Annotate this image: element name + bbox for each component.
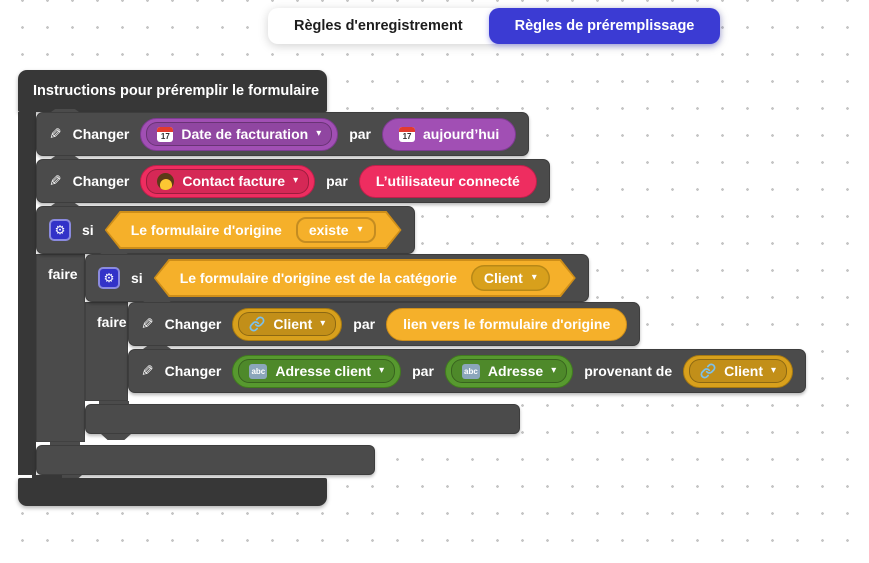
value-select-adresse[interactable]: abc Adresse ▾ bbox=[444, 354, 574, 388]
condition-categorie-client[interactable]: Le formulaire d'origine est de la catégo… bbox=[154, 259, 576, 297]
value-lien-formulaire-origine[interactable]: lien vers le formulaire d'origine bbox=[386, 307, 628, 341]
condition-formulaire-origine-existe[interactable]: Le formulaire d'origine existe ▾ bbox=[105, 211, 402, 249]
field-label: Client bbox=[273, 316, 313, 332]
source-select-client[interactable]: Client ▾ bbox=[683, 354, 794, 388]
si-label: si bbox=[82, 222, 94, 238]
instructions-header[interactable]: Instructions pour préremplir le formulai… bbox=[18, 70, 327, 112]
faire-label: faire bbox=[48, 266, 78, 282]
verb-label: Changer bbox=[72, 126, 130, 142]
instructions-title: Instructions pour préremplir le formulai… bbox=[33, 83, 320, 99]
value-aujourdhui[interactable]: 17 aujourd’hui bbox=[382, 117, 517, 151]
calendar-icon: 17 bbox=[157, 126, 174, 142]
if-outer-footer bbox=[36, 442, 375, 475]
value-label: lien vers le formulaire d'origine bbox=[403, 316, 611, 332]
value-label: aujourd’hui bbox=[423, 126, 500, 142]
field-select-contact-facture[interactable]: Contact facture ▾ bbox=[140, 164, 316, 198]
text-type-icon: abc bbox=[461, 363, 480, 379]
container-spine bbox=[18, 112, 36, 475]
chevron-down-icon: ▾ bbox=[293, 175, 299, 186]
verb-label: Changer bbox=[72, 173, 130, 189]
field-label: Contact facture bbox=[182, 173, 286, 189]
field-label: Adresse bbox=[487, 363, 544, 379]
faire-spine-outer: faire bbox=[36, 254, 85, 442]
tab-regles-enregistrement[interactable]: Règles d'enregistrement bbox=[268, 8, 489, 44]
tab-regles-preremplissage[interactable]: Règles de préremplissage bbox=[488, 8, 721, 44]
tab-label: Règles de préremplissage bbox=[514, 18, 695, 34]
edit-icon: ✎ bbox=[49, 172, 62, 190]
par-label: par bbox=[326, 173, 348, 189]
field-label: Date de facturation bbox=[181, 126, 309, 142]
block-set-client-lien[interactable]: ✎ Changer Client ▾ bbox=[128, 302, 641, 346]
gear-icon[interactable]: ⚙ bbox=[98, 267, 120, 289]
field-select-date-facturation[interactable]: 17 Date de facturation ▾ bbox=[140, 117, 339, 151]
category-select-client[interactable]: Client ▾ bbox=[470, 265, 550, 291]
if-inner-footer bbox=[85, 401, 520, 434]
field-select-client[interactable]: Client ▾ bbox=[232, 307, 343, 341]
value-utilisateur-connecte[interactable]: L’utilisateur connecté bbox=[358, 164, 537, 198]
block-set-date-facturation[interactable]: ✎ Changer 17 Date de facturation ▾ par 1… bbox=[36, 112, 530, 156]
chevron-down-icon: ▾ bbox=[357, 224, 363, 235]
chevron-down-icon: ▾ bbox=[531, 272, 537, 283]
instructions-footer bbox=[18, 475, 327, 506]
if-inner-header[interactable]: ⚙ si Le formulaire d'origine est de la c… bbox=[85, 254, 589, 302]
gear-icon[interactable]: ⚙ bbox=[49, 219, 71, 241]
tab-label: Règles d'enregistrement bbox=[294, 18, 463, 34]
block-set-contact-facture[interactable]: ✎ Changer Contact facture ▾ par L’utilis… bbox=[36, 159, 550, 203]
provenant-de-label: provenant de bbox=[584, 363, 673, 379]
block-set-adresse-client[interactable]: ✎ Changer abc Adresse client ▾ bbox=[128, 349, 807, 393]
si-label: si bbox=[131, 270, 143, 286]
chevron-down-icon: ▾ bbox=[316, 128, 322, 139]
calendar-icon: 17 bbox=[399, 126, 416, 142]
faire-spine-inner: faire bbox=[85, 302, 128, 401]
field-label: Client bbox=[724, 363, 764, 379]
chevron-down-icon: ▾ bbox=[379, 365, 385, 376]
if-block-outer[interactable]: ⚙ si Le formulaire d'origine existe ▾ bbox=[36, 206, 807, 475]
field-label: Adresse client bbox=[275, 363, 372, 379]
faire-label: faire bbox=[97, 314, 127, 330]
edit-icon: ✎ bbox=[141, 315, 154, 333]
par-label: par bbox=[353, 316, 376, 332]
chevron-down-icon: ▾ bbox=[320, 318, 326, 329]
category-label: Client bbox=[483, 270, 523, 286]
par-label: par bbox=[412, 363, 434, 379]
view-tabs: Règles d'enregistrement Règles de prérem… bbox=[268, 8, 721, 44]
if-block-inner[interactable]: ⚙ si Le formulaire d'origine est de la c… bbox=[85, 254, 807, 434]
operator-label: existe bbox=[308, 222, 349, 238]
value-label: L’utilisateur connecté bbox=[375, 173, 520, 189]
person-icon bbox=[157, 172, 175, 190]
edit-icon: ✎ bbox=[141, 362, 154, 380]
if-outer-header[interactable]: ⚙ si Le formulaire d'origine existe ▾ bbox=[36, 206, 415, 254]
chevron-down-icon: ▾ bbox=[551, 365, 557, 376]
condition-label: Le formulaire d'origine est de la catégo… bbox=[179, 270, 457, 286]
par-label: par bbox=[349, 126, 372, 142]
operator-select-existe[interactable]: existe ▾ bbox=[295, 217, 376, 243]
link-icon bbox=[700, 363, 716, 379]
text-type-icon: abc bbox=[249, 363, 268, 379]
field-select-adresse-client[interactable]: abc Adresse client ▾ bbox=[232, 354, 402, 388]
edit-icon: ✎ bbox=[49, 125, 62, 143]
chevron-down-icon: ▾ bbox=[771, 365, 777, 376]
prefill-instructions-block[interactable]: Instructions pour préremplir le formulai… bbox=[18, 70, 807, 506]
condition-label: Le formulaire d'origine bbox=[130, 222, 282, 238]
verb-label: Changer bbox=[164, 363, 222, 379]
verb-label: Changer bbox=[164, 316, 222, 332]
link-icon bbox=[249, 316, 265, 332]
